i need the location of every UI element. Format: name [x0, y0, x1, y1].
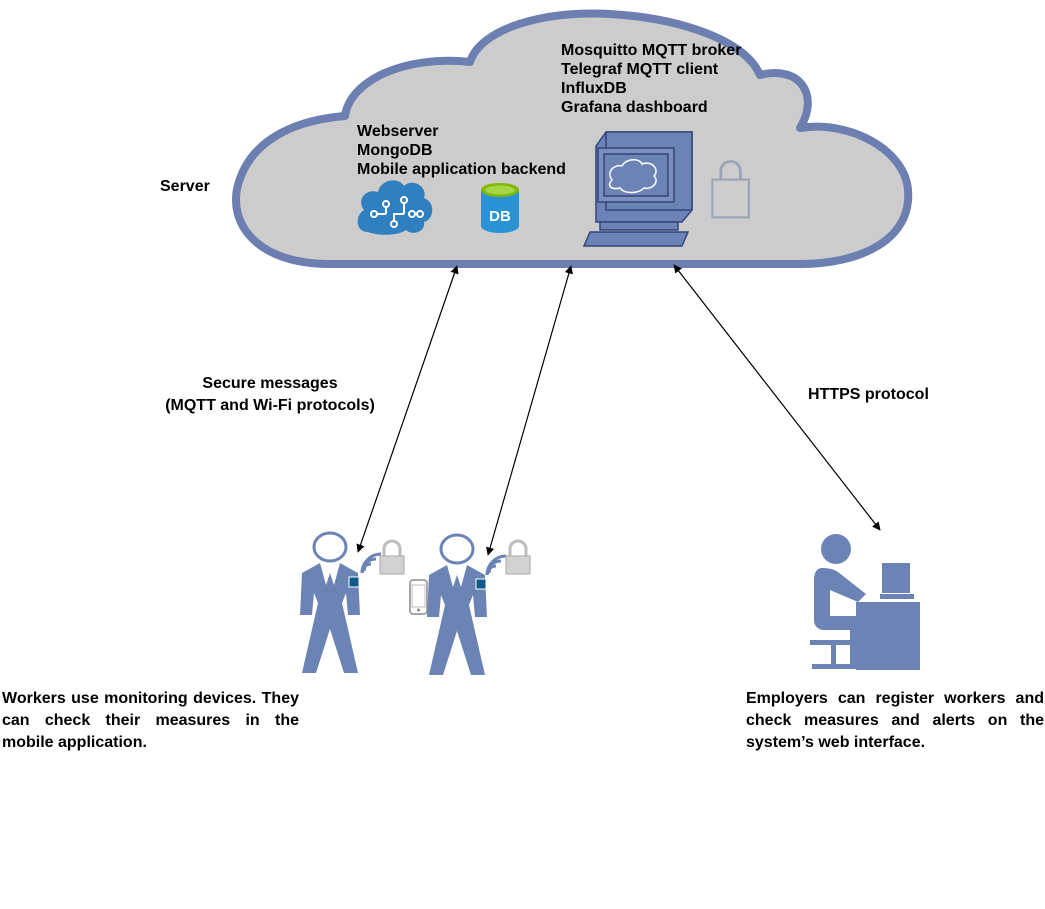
server-component-label: Webserver: [357, 123, 439, 140]
secure-messages-label-line2: (MQTT and Wi-Fi protocols): [165, 397, 375, 414]
monitoring-device-icon: [348, 576, 360, 588]
server-component-label: Mosquitto MQTT broker: [561, 42, 742, 59]
padlock-icon: [711, 160, 750, 219]
server-component-label: InfluxDB: [561, 80, 627, 97]
worker-figure: [425, 533, 489, 677]
workers-description: Workers use monitoring devices. They can…: [2, 690, 299, 751]
worker-figure: [298, 531, 362, 675]
arrow-worker1-server: [356, 265, 459, 553]
arrow-worker2-server: [486, 265, 573, 556]
padlock-icon: [504, 539, 532, 576]
database-icon-label: DB: [489, 208, 511, 225]
wifi-signal-icon: [360, 552, 383, 575]
server-component-label: Telegraf MQTT client: [561, 61, 719, 78]
secure-messages-label-line1: Secure messages: [202, 375, 338, 392]
server-component-label: Mobile application backend: [357, 161, 566, 178]
computer-terminal-icon: [582, 131, 693, 247]
wifi-signal-icon: [485, 554, 508, 577]
employers-description: Employers can register workers and check…: [746, 690, 1044, 751]
server-component-label: Grafana dashboard: [561, 99, 708, 116]
server-label: Server: [160, 178, 210, 195]
https-protocol-label: HTTPS protocol: [808, 386, 929, 403]
padlock-icon: [378, 539, 406, 576]
database-icon: DB: [481, 183, 519, 233]
smartphone-icon: [409, 579, 428, 615]
server-component-label: MongoDB: [357, 142, 433, 159]
arrow-employer-server: [673, 264, 881, 531]
brain-circuit-icon: [357, 180, 433, 235]
monitoring-device-icon: [475, 578, 487, 590]
person-at-desk-icon: [810, 534, 920, 670]
